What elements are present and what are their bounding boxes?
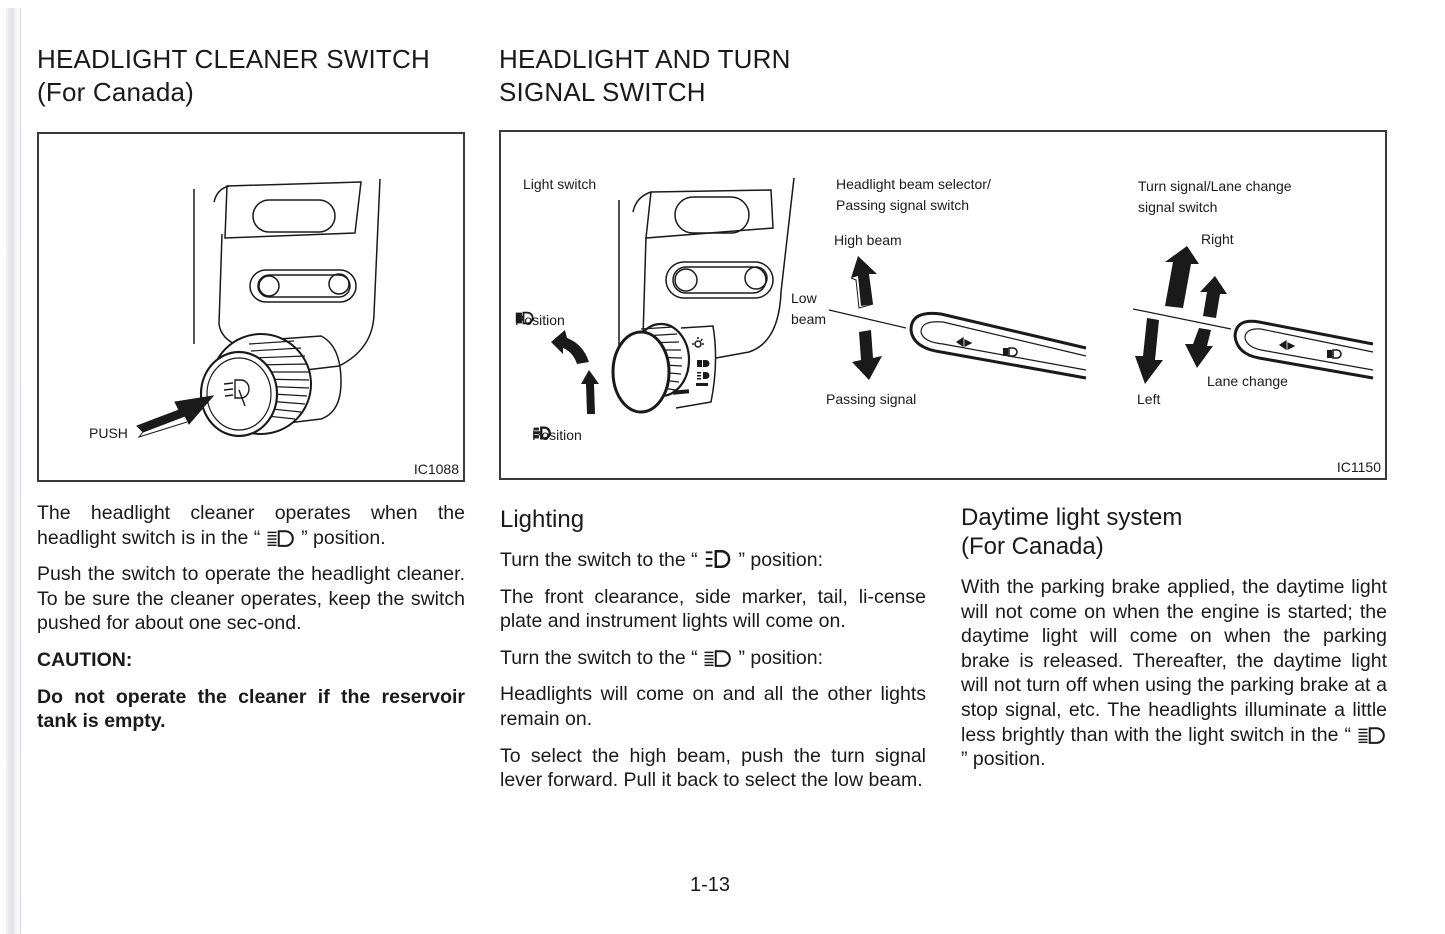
upper-bezel (645, 189, 774, 239)
turn-indicator-symbol (955, 336, 973, 348)
upper-bezel (224, 181, 362, 239)
figure-code: IC1150 (1336, 459, 1381, 475)
daytime-light-text: With the parking brake applied, the dayt… (961, 575, 1387, 784)
push-label: PUSH (89, 425, 128, 441)
low-beam-label-line1: Low (791, 290, 817, 306)
lighting-title: Lighting (500, 506, 585, 533)
turn-signal-label-line1: Turn signal/Lane change (1138, 178, 1292, 194)
parking-step: Turn the switch to the “ ” position: (500, 549, 823, 571)
daytime-light-title: Daytime light system (For Canada) (961, 504, 1183, 560)
headlight-on-icon (266, 529, 296, 547)
knob-housing (278, 335, 342, 425)
title-line-2: SIGNAL SWITCH (499, 77, 706, 107)
page-binding-line (20, 8, 21, 934)
rotate-arrow-lower-icon (581, 370, 599, 414)
turn-signal-lever (1132, 308, 1374, 380)
left-label: Left (1137, 391, 1161, 407)
headlight-on-icon (515, 310, 535, 326)
page-number: 1-13 (690, 874, 731, 896)
headlight-cleaner-text: The headlight cleaner operates when the … (37, 501, 465, 746)
lane-change-left-arrow-icon (1185, 328, 1213, 368)
parking-light-icon (703, 549, 733, 569)
parking-light-icon (532, 425, 552, 441)
headlight-lever-symbol (1003, 347, 1018, 357)
headlight-step: Turn the switch to the “ ” position: (500, 646, 823, 669)
parking-position-label: Position (532, 425, 582, 443)
light-switch-label: Light switch (523, 176, 597, 192)
headlight-cleaner-figure: PUSH IC1088 (37, 132, 465, 482)
headlight-turn-signal-title: HEADLIGHT AND TURN SIGNAL SWITCH (499, 43, 791, 109)
push-switch-paragraph: Push the switch to operate the headlight… (37, 563, 465, 635)
upper-slot (674, 196, 750, 234)
high-beam-arrow-icon (850, 256, 877, 309)
headlight-step-description: Headlights will come on and all the othe… (500, 683, 926, 730)
turn-right-arrow-icon (1165, 246, 1199, 308)
title-line-1: HEADLIGHT AND TURN (499, 44, 791, 74)
title-line-1: HEADLIGHT CLEANER SWITCH (37, 44, 430, 74)
headlight-position-label: Position (515, 310, 565, 328)
turn-signal-label-line2: signal switch (1138, 199, 1218, 215)
beam-selector-label-line2: Passing signal switch (836, 197, 970, 213)
low-beam-label-line2: beam (791, 311, 827, 327)
rotate-arrow-upper-icon (551, 330, 589, 364)
right-label: Right (1201, 231, 1234, 247)
headlight-cleaner-title: HEADLIGHT CLEANER SWITCH (For Canada) (37, 43, 430, 109)
passing-signal-arrow-icon (852, 330, 882, 380)
upper-slot (252, 199, 336, 233)
panel-inner-edge (218, 233, 240, 347)
headlight-on-icon (703, 649, 733, 667)
beam-selector-lever (828, 309, 1087, 380)
lower-slot-outer (665, 261, 774, 299)
lower-slot-outer (249, 269, 357, 303)
lower-slot-inner (257, 274, 351, 298)
turn-left-arrow-icon (1135, 318, 1163, 384)
high-beam-label: High beam (834, 232, 902, 248)
turn-indicator-symbol-2 (1278, 339, 1342, 359)
headlight-turn-signal-figure: Light switch Position Position Headlight… (499, 130, 1387, 480)
headlight-cleaner-illustration (136, 178, 381, 438)
knob-face (611, 330, 671, 414)
push-arrow-icon (136, 395, 215, 438)
passing-signal-label: Passing signal (826, 391, 917, 407)
beam-selector-label-line1: Headlight beam selector/ (836, 176, 991, 192)
switch-illustration (551, 177, 1374, 414)
lane-change-right-arrow-icon (1200, 276, 1227, 318)
knob-housing (675, 325, 717, 409)
lighting-text: Turn the switch to the “ ” position: The… (500, 548, 926, 805)
cleaner-operation-paragraph: The headlight cleaner operates when the … (37, 502, 465, 549)
parking-step-description: The front clearance, side marker, tail, … (500, 585, 926, 633)
caution-label: CAUTION: (37, 648, 133, 671)
lane-change-label: Lane change (1207, 373, 1288, 389)
high-beam-description: To select the high beam, push the turn s… (500, 744, 926, 792)
title-line-2: (For Canada) (37, 77, 195, 107)
page-binding-edge (6, 8, 22, 934)
daytime-paragraph: With the parking brake applied, the dayt… (961, 576, 1387, 771)
caution-text: Do not operate the cleaner if the reserv… (37, 685, 465, 733)
knob-face (199, 350, 279, 438)
low-beam-line (828, 309, 907, 329)
headlight-on-icon (1357, 726, 1387, 744)
figure-code: IC1088 (413, 461, 459, 477)
